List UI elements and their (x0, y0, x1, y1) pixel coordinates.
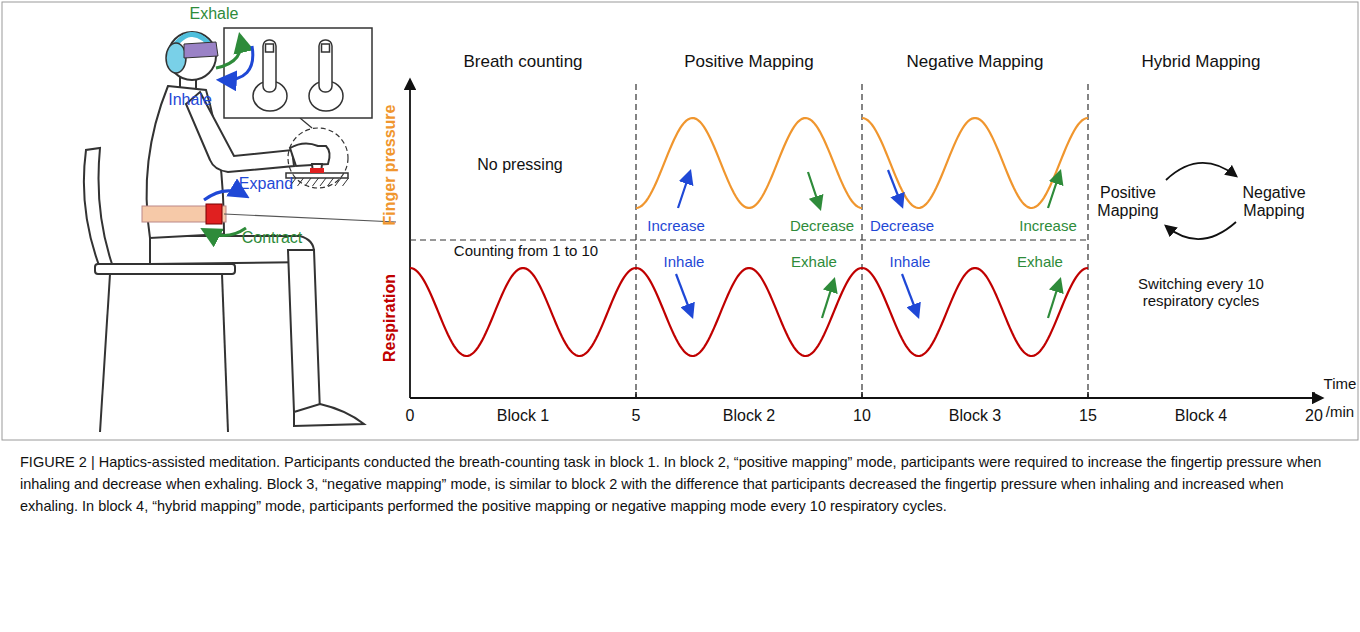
figure-label: Increase (1019, 217, 1077, 234)
figure-label: Hybrid Mapping (1141, 52, 1260, 72)
zoom-circle (288, 128, 348, 188)
block-dividers (410, 84, 1088, 398)
figure-label: Exhale (1017, 253, 1063, 270)
figure-label: No pressing (477, 156, 562, 174)
figure-label: Contract (242, 229, 302, 247)
figure-label: Inhale (168, 91, 212, 109)
figure-label: Positive Mapping (1088, 184, 1168, 221)
figure-caption: FIGURE 2 | Haptics-assisted meditation. … (20, 452, 1338, 517)
pressure-sensor (310, 168, 324, 173)
tick-label: 15 (1079, 407, 1097, 425)
figure-label: Increase (647, 217, 705, 234)
figure-label: Time (1324, 375, 1357, 392)
tick-label: 0 (406, 407, 415, 425)
figure-label: Expand (239, 175, 293, 193)
belt-lead (224, 214, 396, 222)
signal-arrows (676, 170, 1060, 318)
axis-ticks (636, 392, 1314, 398)
contract-arrow (204, 228, 246, 236)
inhale-arrow (220, 46, 253, 80)
plate-hatching (290, 178, 349, 186)
block-label: Block 1 (497, 407, 549, 425)
figure-label: Counting from 1 to 10 (454, 242, 598, 259)
figure-label: Finger pressure (381, 105, 399, 226)
tick-label: 10 (853, 407, 871, 425)
block-label: Block 4 (1175, 407, 1227, 425)
tick-label: 5 (632, 407, 641, 425)
switch-arrow (1166, 222, 1236, 239)
figure-label: Exhale (190, 5, 239, 23)
belt-sensor (206, 204, 222, 224)
figure-label: /min (1326, 403, 1354, 420)
expand-arrow (204, 191, 246, 200)
figure-label: Inhale (890, 253, 931, 270)
figure-label: Switching every 10 respiratory cycles (1116, 275, 1286, 310)
figure-frame (2, 2, 1358, 440)
person (147, 32, 364, 426)
blindfold (184, 42, 218, 58)
tick-label: 20 (1305, 407, 1323, 425)
figure-label: Negative Mapping (906, 52, 1043, 72)
headphone-cup (166, 43, 186, 73)
exhale-arrow (216, 36, 241, 68)
inset-hands (253, 40, 343, 111)
figure-label: Exhale (791, 253, 837, 270)
block-label: Block 3 (949, 407, 1001, 425)
block-label: Block 2 (723, 407, 775, 425)
y-axis (409, 80, 411, 398)
figure-label: Negative Mapping (1234, 184, 1314, 221)
figure-label: Inhale (664, 253, 705, 270)
figure-label: Positive Mapping (684, 52, 813, 72)
figure-label: Breath counting (463, 52, 582, 72)
signal-curves (410, 118, 1088, 356)
switch-arrow (1166, 163, 1236, 180)
figure-label: Decrease (790, 217, 854, 234)
figure-label: Decrease (870, 217, 934, 234)
time-axis (410, 397, 1322, 399)
zoom-lead (300, 118, 312, 128)
figure-label: Respiration (381, 274, 399, 362)
